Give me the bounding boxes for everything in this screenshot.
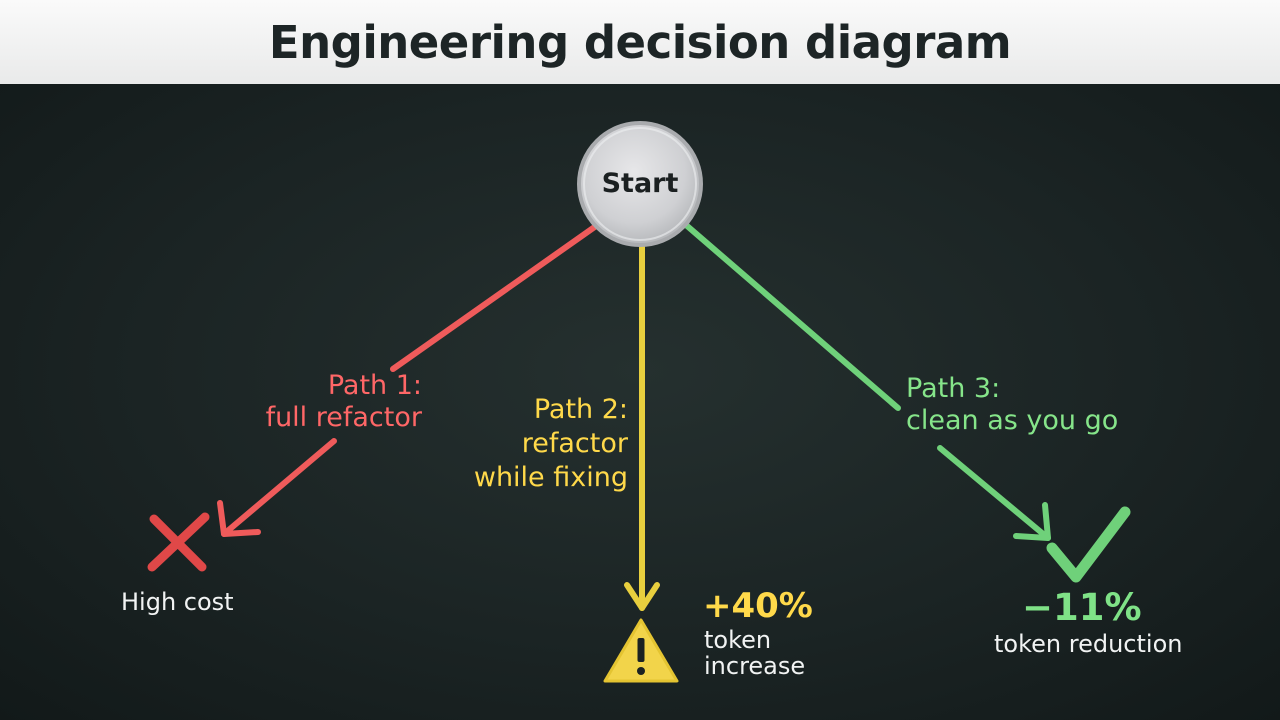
path-2-label-line3: while fixing [473, 461, 628, 493]
x-mark-icon [147, 512, 210, 572]
path-1-label-line2: full refactor [265, 402, 422, 434]
path-3-label-line2: clean as you go [906, 405, 1119, 437]
path-2-outcome-text: token increase [704, 626, 806, 680]
page-title: Engineering decision diagram [268, 15, 1012, 69]
checkmark-icon [1046, 506, 1131, 583]
path-3-outcome-value: −11% [1022, 586, 1142, 629]
path-1-outcome-text: High cost [121, 588, 234, 616]
path-3-label: Path 3: clean as you go [906, 373, 1118, 438]
path-3-arrow [683, 222, 1051, 541]
title-bar: Engineering decision diagram [0, 0, 1280, 85]
path-2-label-line1: Path 2: [533, 394, 628, 425]
warning-triangle-icon [603, 618, 679, 683]
path-2-label: Path 2: refactor while fixing [474, 393, 628, 494]
path-3-label-line1: Path 3: [906, 373, 1001, 404]
path-3-outcome-text: token reduction [994, 630, 1183, 658]
path-2-outcome-text-line2: increase [704, 651, 806, 680]
start-node [577, 121, 703, 247]
path-2-outcome-text-line1: token [704, 626, 772, 654]
path-1-arrow [217, 223, 599, 537]
path-2-outcome-value: +40% [703, 586, 813, 626]
path-1-label-line1: Path 1: [327, 370, 422, 401]
path-1-label: Path 1: full refactor [266, 370, 422, 435]
start-label: Start [601, 168, 679, 199]
path-2-arrow [624, 241, 660, 611]
path-2-label-line2: refactor [521, 427, 628, 459]
